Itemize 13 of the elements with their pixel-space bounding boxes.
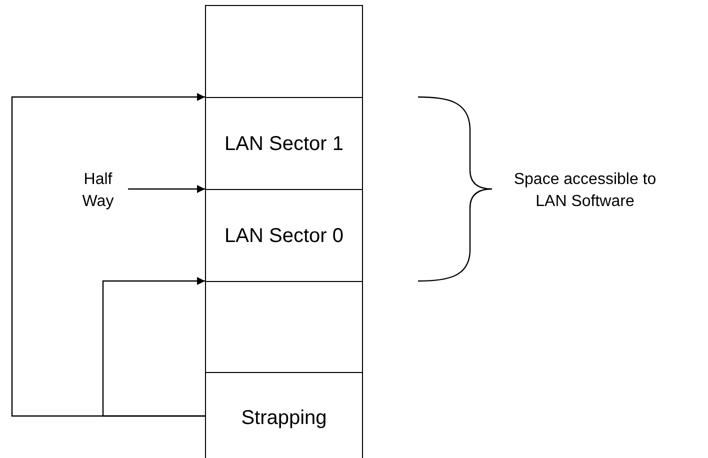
arrow bbox=[128, 185, 205, 193]
region-label: LAN Sector 1 bbox=[224, 132, 344, 156]
region-label: Strapping bbox=[241, 406, 327, 430]
annotation-text: Space accessible to LAN Software bbox=[512, 170, 658, 212]
region-label: LAN Sector 0 bbox=[224, 224, 344, 248]
memory-region-box bbox=[205, 189, 363, 282]
arrow bbox=[11, 93, 205, 417]
memory-region-box bbox=[205, 5, 363, 98]
memory-region-box bbox=[205, 281, 363, 373]
memory-region-box bbox=[205, 372, 363, 458]
memory-region-box bbox=[205, 97, 363, 190]
arrow bbox=[102, 277, 205, 417]
node-label: Half Way bbox=[72, 165, 124, 217]
